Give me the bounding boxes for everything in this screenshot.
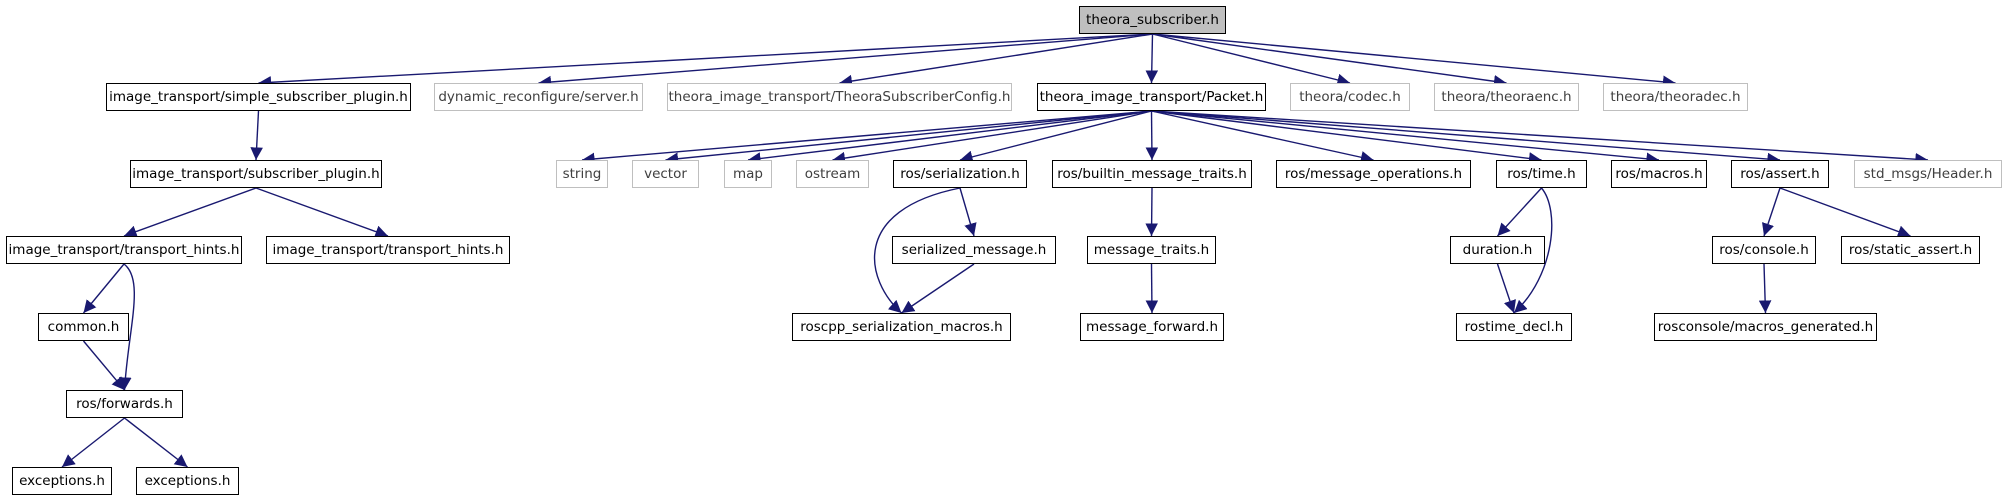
edge-root-to-config xyxy=(839,33,1153,88)
node-duration-h[interactable]: duration.h xyxy=(1450,236,1545,264)
edge-packet-to-time xyxy=(1151,110,1542,165)
node-ros-forwards-h[interactable]: ros/forwards.h xyxy=(66,390,183,418)
edge-time-to-duration xyxy=(1496,187,1543,237)
edge-root-to-theoraenc xyxy=(1152,33,1507,88)
edge-root-to-simple_plugin xyxy=(258,33,1153,89)
node-ostream: ostream xyxy=(796,160,869,188)
edge-root-to-dyn_server xyxy=(538,33,1153,89)
edge-serialized-to-roscpp_macros xyxy=(901,263,975,314)
node-message-traits-h[interactable]: message_traits.h xyxy=(1087,236,1216,264)
node-simple-subscriber-plugin-h[interactable]: image_transport/simple_subscriber_plugin… xyxy=(106,83,411,111)
node-rosconsole-macros-generated-h[interactable]: rosconsole/macros_generated.h xyxy=(1654,313,1877,341)
edge-console-to-macros_gen xyxy=(1758,263,1772,314)
node-std-msgs-header-h: std_msgs/Header.h xyxy=(1854,160,2002,188)
edge-packet-to-assert xyxy=(1151,110,1781,166)
node-serialized-message-h[interactable]: serialized_message.h xyxy=(892,236,1056,264)
edge-assert-to-console xyxy=(1762,187,1781,237)
node-theora-codec-h: theora/codec.h xyxy=(1290,83,1410,111)
node-common-h[interactable]: common.h xyxy=(38,313,129,341)
node-ros-console-h[interactable]: ros/console.h xyxy=(1712,236,1816,264)
node-message-forward-h[interactable]: message_forward.h xyxy=(1080,313,1224,341)
node-exceptions-h-2[interactable]: exceptions.h xyxy=(136,467,239,495)
node-packet-h[interactable]: theora_image_transport/Packet.h xyxy=(1037,83,1266,111)
edge-duration-to-rostime_decl xyxy=(1496,263,1516,314)
edge-root-to-packet xyxy=(1145,33,1159,84)
node-dynamic-reconfigure-server-h: dynamic_reconfigure/server.h xyxy=(434,83,643,111)
edge-packet-to-string xyxy=(581,110,1152,166)
node-theoradec-h: theora/theoradec.h xyxy=(1603,83,1748,111)
node-map: map xyxy=(724,160,772,188)
node-ros-static-assert-h[interactable]: ros/static_assert.h xyxy=(1841,236,1980,264)
node-rostime-decl-h[interactable]: rostime_decl.h xyxy=(1456,313,1572,341)
edge-serialization-to-roscpp_macros xyxy=(873,187,961,314)
node-roscpp-serialization-macros-h[interactable]: roscpp_serialization_macros.h xyxy=(792,313,1011,341)
node-subscriber-plugin-h[interactable]: image_transport/subscriber_plugin.h xyxy=(130,160,382,188)
edge-sub_plugin-to-hints2 xyxy=(255,187,389,238)
node-ros-builtin-message-traits-h[interactable]: ros/builtin_message_traits.h xyxy=(1052,160,1252,188)
edge-builtin-to-msg_traits xyxy=(1145,187,1158,237)
edge-common-to-forwards xyxy=(82,340,126,391)
edge-packet-to-header xyxy=(1151,110,1929,166)
node-theoraenc-h: theora/theoraenc.h xyxy=(1434,83,1579,111)
node-transport-hints-h-1[interactable]: image_transport/transport_hints.h xyxy=(6,236,242,264)
edge-packet-to-macros xyxy=(1151,110,1660,166)
node-vector: vector xyxy=(632,160,699,188)
edge-hints1-to-common xyxy=(82,263,125,314)
edge-packet-to-msgops xyxy=(1151,110,1374,164)
edge-msg_traits-to-msg_forward xyxy=(1145,263,1159,314)
edge-packet-to-map xyxy=(747,110,1152,165)
node-exceptions-h-1[interactable]: exceptions.h xyxy=(12,467,112,495)
edge-forwards-to-exc1 xyxy=(61,417,125,468)
edge-forwards-to-exc2 xyxy=(124,417,188,468)
edge-packet-to-vector xyxy=(665,110,1152,166)
edge-packet-to-serialization xyxy=(959,110,1152,163)
node-ros-assert-h[interactable]: ros/assert.h xyxy=(1731,160,1829,188)
node-ros-serialization-h[interactable]: ros/serialization.h xyxy=(893,160,1027,188)
node-theora-subscriber-h: theora_subscriber.h xyxy=(1079,6,1226,34)
edge-assert-to-static_assert xyxy=(1779,187,1911,238)
edge-serialization-to-serialized xyxy=(959,187,977,237)
node-transport-hints-h-2[interactable]: image_transport/transport_hints.h xyxy=(266,236,510,264)
edge-simple_plugin-to-sub_plugin xyxy=(250,110,263,161)
edge-packet-to-builtin xyxy=(1145,110,1159,161)
node-ros-message-operations-h[interactable]: ros/message_operations.h xyxy=(1276,160,1471,188)
edge-time-to-rostime_decl xyxy=(1513,187,1553,314)
edge-packet-to-ostream xyxy=(832,110,1152,165)
node-ros-macros-h[interactable]: ros/macros.h xyxy=(1611,160,1707,188)
node-theora-subscriber-config-h: theora_image_transport/TheoraSubscriberC… xyxy=(667,83,1012,111)
edge-hints1-to-forwards xyxy=(118,263,135,391)
edge-sub_plugin-to-hints1 xyxy=(123,187,257,238)
edge-root-to-codec xyxy=(1152,33,1351,87)
node-string: string xyxy=(556,160,608,188)
edge-root-to-theoradec xyxy=(1152,33,1676,89)
node-ros-time-h[interactable]: ros/time.h xyxy=(1496,160,1587,188)
